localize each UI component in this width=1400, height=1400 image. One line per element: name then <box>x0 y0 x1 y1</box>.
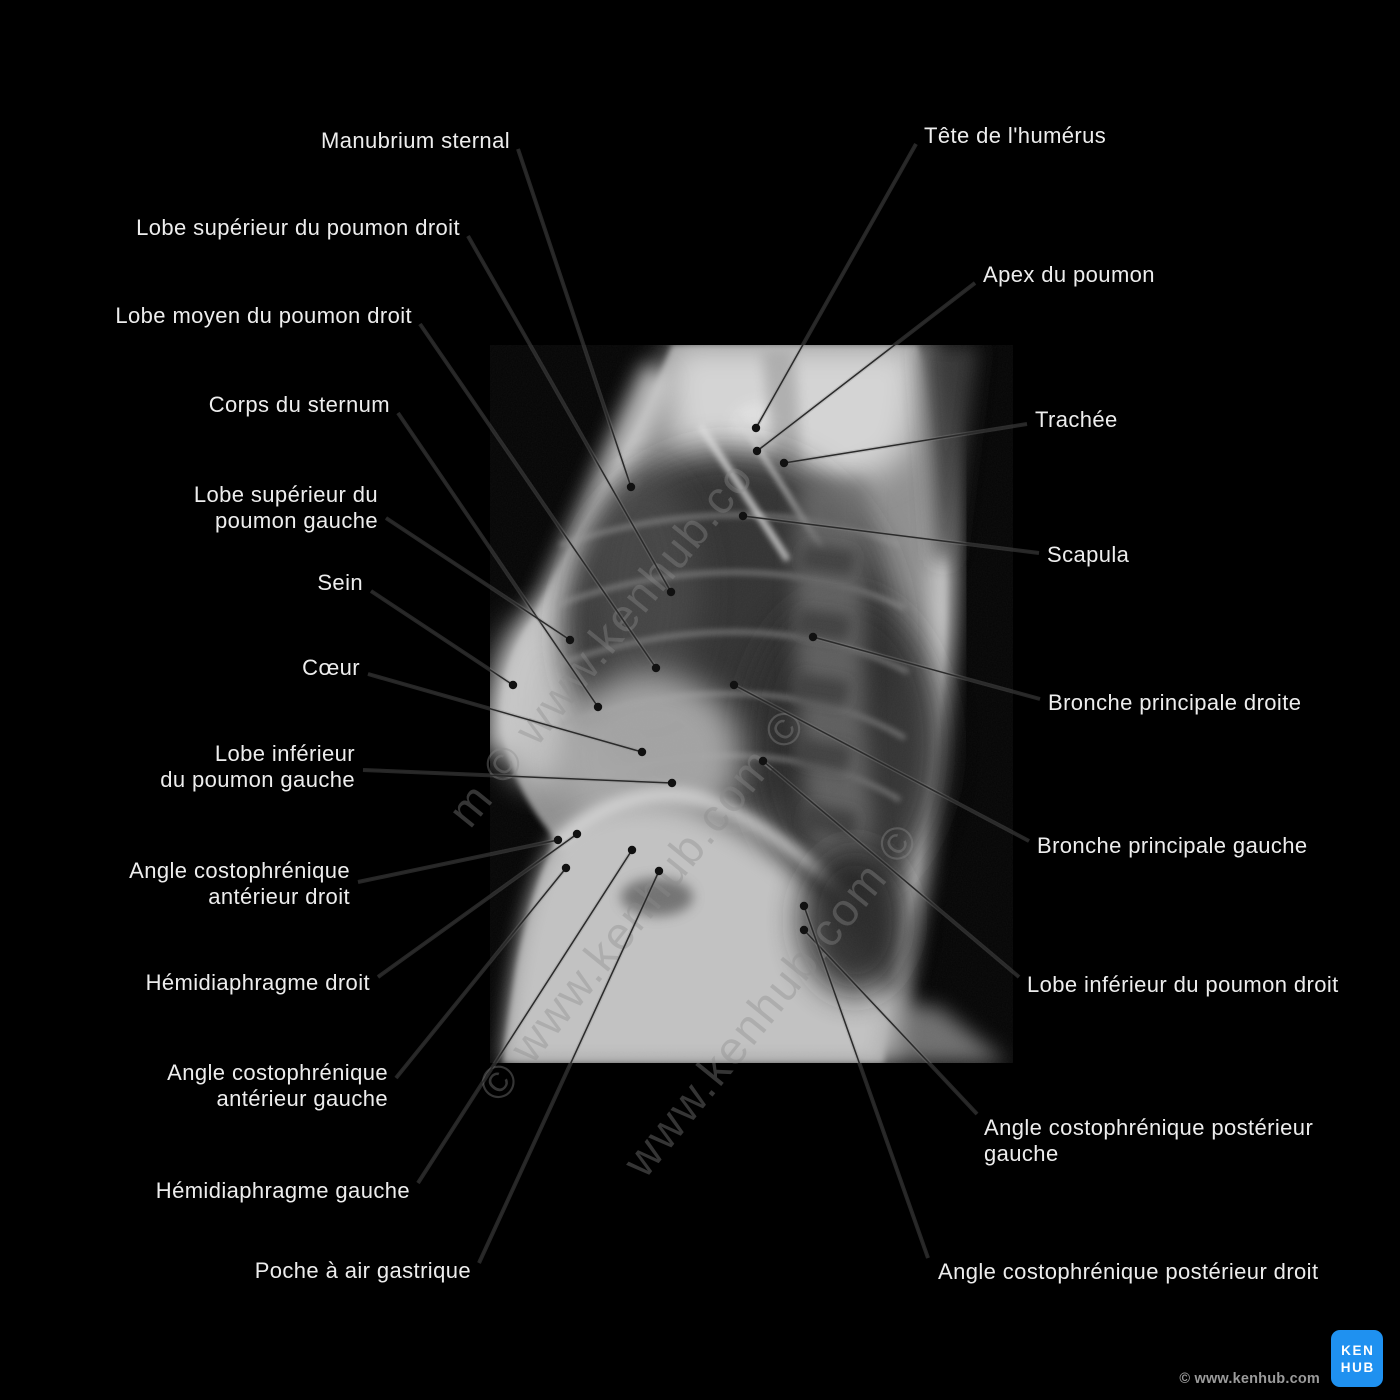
dot-hemidiaphragme-droit <box>572 829 582 839</box>
leader-trachee <box>779 422 1028 468</box>
dot-lobe-superieur-du-poumon-droit <box>666 587 676 597</box>
film-grain <box>490 345 1013 1063</box>
label-apex-du-poumon: Apex du poumon <box>983 262 1155 287</box>
dot-angle-costophrenique-anterieur-droit <box>553 835 563 845</box>
dot-apex-du-poumon <box>752 446 762 456</box>
dot-angle-costophrenique-posterieur-gauche <box>799 925 809 935</box>
dot-c-ur <box>637 747 647 757</box>
dot-angle-costophrenique-posterieur-droit <box>799 901 809 911</box>
dot-bronche-principale-gauche <box>729 680 739 690</box>
label-manubrium-sternal: Manubrium sternal <box>321 128 510 153</box>
leader-manubrium-sternal <box>516 148 636 492</box>
leader-lines <box>357 143 1041 1264</box>
leader-lobe-moyen-du-poumon-droit <box>418 322 661 673</box>
label-hemidiaphragme-droit: Hémidiaphragme droit <box>145 970 370 995</box>
leader-corps-du-sternum <box>396 411 603 712</box>
leader-scapula <box>738 511 1040 555</box>
kenhub-logo-line1: KEN <box>1341 1342 1375 1358</box>
leader-c-ur <box>367 672 647 757</box>
leader-lobe-superieur-du-poumon-gauche <box>384 516 575 645</box>
dot-lobe-inferieur-du-poumon-gauche <box>667 778 677 788</box>
dot-lobe-inferieur-du-poumon-droit <box>758 756 768 766</box>
label-scapula: Scapula <box>1047 542 1130 567</box>
dot-corps-du-sternum <box>593 702 603 712</box>
xray-film <box>490 345 1013 1063</box>
leader-lobe-inferieur-du-poumon-gauche <box>362 768 677 788</box>
leader-lobe-superieur-du-poumon-droit <box>466 235 676 597</box>
label-trachee: Trachée <box>1035 407 1118 432</box>
leader-poche-a-air-gastrique <box>477 866 664 1264</box>
leader-bronche-principale-droite <box>808 632 1041 701</box>
dot-hemidiaphragme-gauche <box>627 845 637 855</box>
label-lobe-inferieur-du-poumon-droit: Lobe inférieur du poumon droit <box>1027 972 1339 997</box>
label-bronche-principale-droite: Bronche principale droite <box>1048 690 1302 715</box>
leader-angle-costophrenique-posterieur-gauche <box>799 925 979 1116</box>
label-sein: Sein <box>317 570 363 595</box>
dot-angle-costophrenique-anterieur-gauche <box>561 863 571 873</box>
label-bronche-principale-gauche: Bronche principale gauche <box>1037 833 1308 858</box>
leader-hemidiaphragme-gauche <box>416 845 637 1185</box>
dot-trachee <box>779 458 789 468</box>
label-angle-costophrenique-posterieur-droit: Angle costophrénique postérieur droit <box>938 1259 1319 1284</box>
leader-angle-costophrenique-anterieur-gauche <box>394 863 571 1080</box>
dot-lobe-moyen-du-poumon-droit <box>651 663 661 673</box>
leader-tete-de-l-humerus <box>751 143 918 433</box>
leader-angle-costophrenique-anterieur-droit <box>357 835 563 884</box>
label-corps-du-sternum: Corps du sternum <box>208 392 390 417</box>
leader-lobe-inferieur-du-poumon-droit <box>758 756 1021 979</box>
dot-bronche-principale-droite <box>808 632 818 642</box>
label-lobe-moyen-du-poumon-droit: Lobe moyen du poumon droit <box>115 303 412 328</box>
dot-lobe-superieur-du-poumon-gauche <box>565 635 575 645</box>
kenhub-logo: KEN HUB <box>1331 1330 1383 1387</box>
label-poche-a-air-gastrique: Poche à air gastrique <box>254 1258 471 1283</box>
leader-hemidiaphragme-droit <box>376 829 582 979</box>
label-hemidiaphragme-gauche: Hémidiaphragme gauche <box>155 1178 410 1203</box>
label-tete-de-l-humerus: Tête de l'humérus <box>924 123 1107 148</box>
kenhub-logo-line2: HUB <box>1340 1359 1375 1375</box>
leader-bronche-principale-gauche <box>729 680 1030 843</box>
label-c-ur: Cœur <box>302 655 360 680</box>
dot-poche-a-air-gastrique <box>654 866 664 876</box>
leader-angle-costophrenique-posterieur-droit <box>799 901 930 1259</box>
copyright-text: © www.kenhub.com <box>1179 1371 1320 1387</box>
dot-sein <box>508 680 518 690</box>
leader-apex-du-poumon <box>752 281 977 456</box>
dot-manubrium-sternal <box>626 482 636 492</box>
label-lobe-superieur-du-poumon-droit: Lobe supérieur du poumon droit <box>136 215 460 240</box>
dot-tete-de-l-humerus <box>751 423 761 433</box>
dot-scapula <box>738 511 748 521</box>
leader-sein <box>369 589 518 690</box>
